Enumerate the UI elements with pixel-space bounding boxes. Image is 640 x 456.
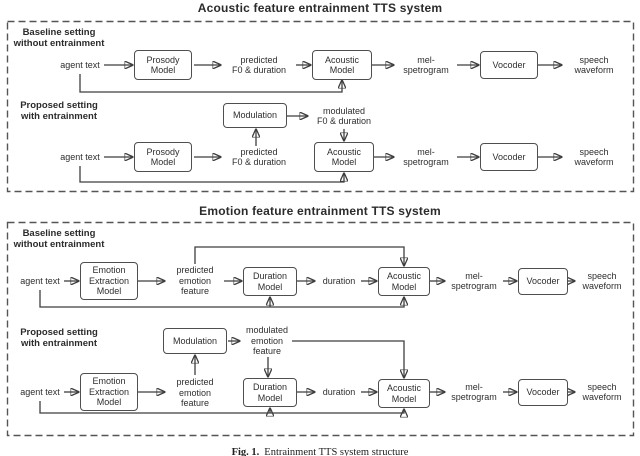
s2b-mel-spetrogram-label: mel- spetrogram (451, 271, 497, 291)
s2p-line-modulated-to-acoustic-top (292, 340, 404, 378)
s1p-predicted-f0-duration-label: predicted F0 & duration (231, 147, 287, 167)
s1b-agent-text-label: agent text (60, 60, 100, 70)
figure-caption-number: Fig. 1. (231, 447, 260, 456)
s2p-speech-waveform-label: speech waveform (582, 382, 622, 402)
s2p-modulation-box: Modulation (163, 328, 227, 354)
s2b-emotion-extraction-model-box: Emotion Extraction Model (80, 262, 138, 300)
s1p-speech-waveform-label: speech waveform (574, 147, 614, 167)
s1b-mel-spetrogram-label: mel- spetrogram (403, 55, 449, 75)
s1b-speech-waveform-label: speech waveform (574, 55, 614, 75)
s1b-prosody-model-box: Prosody Model (134, 50, 192, 80)
s1b-feedback-agent-to-acoustic (79, 74, 342, 93)
s1p-feedback-agent-to-acoustic (79, 166, 344, 183)
s2b-agent-text-label: agent text (20, 276, 60, 286)
s2p-acoustic-model-box: Acoustic Model (378, 379, 430, 408)
s1p-modulated-f0-duration-label: modulated F0 & duration (316, 106, 372, 126)
figure-caption: Fig. 1. Entrainment TTS system structure (0, 447, 640, 456)
s1-proposed-setting-label: Proposed setting with entrainment (20, 100, 98, 122)
s2p-feedback-agent-to-acoustic (39, 401, 404, 413)
s2b-duration-label: duration (322, 276, 356, 286)
s1b-vocoder-box: Vocoder (480, 51, 538, 79)
s1-dashed-frame (6, 20, 635, 193)
s1p-mel-spetrogram-label: mel- spetrogram (403, 147, 449, 167)
s2b-acoustic-model-box: Acoustic Model (378, 267, 430, 296)
s1-baseline-setting-label: Baseline setting without entrainment (13, 27, 105, 49)
s2p-agent-text-label: agent text (20, 387, 60, 397)
s2b-predicted-emotion-feature-label: predicted emotion feature (176, 265, 214, 296)
s1-title: Acoustic feature entrainment TTS system (197, 1, 443, 15)
s2-dashed-frame (6, 221, 635, 437)
s2-proposed-setting-label: Proposed setting with entrainment (20, 327, 98, 349)
s2p-duration-label: duration (322, 387, 356, 397)
s2-baseline-setting-label: Baseline setting without entrainment (13, 228, 105, 250)
s2p-emotion-extraction-model-box: Emotion Extraction Model (80, 373, 138, 411)
s1p-agent-text-label: agent text (60, 152, 100, 162)
s2b-line-predicted-to-acoustic-top (194, 246, 404, 266)
figure-caption-text: Entrainment TTS system structure (264, 447, 409, 456)
s1b-predicted-f0-duration-label: predicted F0 & duration (231, 55, 287, 75)
s2b-duration-model-box: Duration Model (243, 267, 297, 296)
s2p-mel-spetrogram-label: mel- spetrogram (451, 382, 497, 402)
s2p-vocoder-box: Vocoder (518, 379, 568, 406)
s2b-feedback-agent-to-acoustic (39, 290, 404, 308)
s2p-modulated-emotion-feature-label: modulated emotion feature (245, 325, 289, 356)
s1p-modulation-box: Modulation (223, 103, 287, 128)
s2b-vocoder-box: Vocoder (518, 268, 568, 295)
s1p-prosody-model-box: Prosody Model (134, 142, 192, 172)
s2p-predicted-emotion-feature-label: predicted emotion feature (176, 377, 214, 408)
s1p-vocoder-box: Vocoder (480, 143, 538, 171)
s2b-speech-waveform-label: speech waveform (582, 271, 622, 291)
s1p-acoustic-model-box: Acoustic Model (314, 142, 374, 172)
s2p-duration-model-box: Duration Model (243, 378, 297, 407)
s1b-acoustic-model-box: Acoustic Model (312, 50, 372, 80)
s2-title: Emotion feature entrainment TTS system (199, 204, 441, 218)
